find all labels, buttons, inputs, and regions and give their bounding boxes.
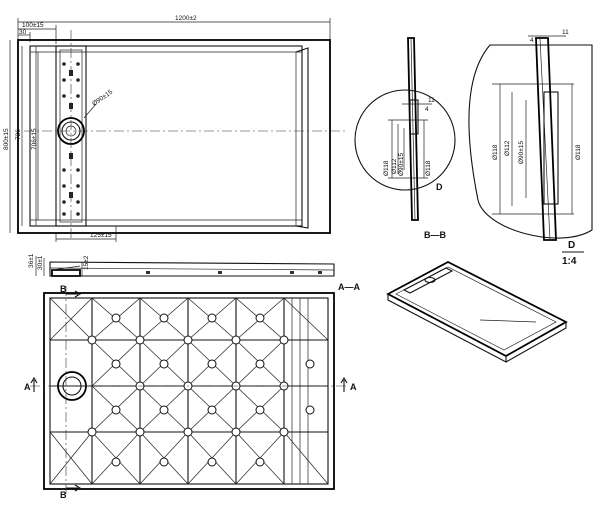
section-bb-label: B—B xyxy=(424,230,446,240)
dim-bottom-125: 125±15 xyxy=(90,232,112,239)
detail-d-scale: 1:4 xyxy=(562,256,577,267)
dim-drain-dia: Ø90±15 xyxy=(91,88,114,107)
bb-dia-112: Ø112 xyxy=(391,158,398,174)
plan-view: 1200±2 100±15 30 xyxy=(3,15,345,242)
isometric-view xyxy=(386,260,568,363)
marker-a-right: A xyxy=(350,382,357,392)
bb-dia-118b: Ø118 xyxy=(425,160,432,176)
d-dim-11: 11 xyxy=(562,29,569,36)
detail-d-label: D xyxy=(568,240,575,251)
bb-detail-marker: D xyxy=(436,182,443,192)
d-dia-90: Ø90±15 xyxy=(518,141,525,164)
detail-d: 4 11 Ø118 Ø112 Ø90±15 Ø118 D 1:4 xyxy=(468,29,593,267)
bottom-view: A A B B xyxy=(24,284,357,500)
section-bb: 11 4 Ø118 Ø112 Ø90±15 Ø118 D B—B xyxy=(354,37,456,240)
dim-height-706: 706±15 xyxy=(31,128,38,150)
marker-b-top: B xyxy=(60,284,67,294)
dim-overall-width: 1200±2 xyxy=(175,15,197,22)
bb-dim-11: 11 xyxy=(428,97,435,104)
dim-thick-15: 15±2 xyxy=(83,255,90,270)
detail-circle xyxy=(354,89,456,191)
bb-dia-90: Ø90±15 xyxy=(398,153,405,176)
dim-thick-30: 30±1 xyxy=(37,255,44,270)
bb-dim-4: 4 xyxy=(425,106,429,113)
marker-a-left: A xyxy=(24,382,31,392)
d-dim-4: 4 xyxy=(530,37,534,44)
dim-height-800: 800±15 xyxy=(3,128,10,150)
dim-thick-36: 36±1 xyxy=(28,253,35,268)
dim-height-736: 736 xyxy=(15,129,22,140)
dim-edge-30: 30 xyxy=(19,29,27,36)
bb-dia-118a: Ø118 xyxy=(383,160,390,176)
section-aa-label: A—A xyxy=(338,282,360,292)
section-aa-strip: 36±1 30±1 15±2 A—A xyxy=(28,253,360,292)
dim-left-offset: 100±15 xyxy=(22,22,44,29)
d-dia-112: Ø112 xyxy=(504,140,511,156)
d-dia-118: Ø118 xyxy=(492,144,499,160)
marker-b-bottom: B xyxy=(60,490,67,500)
d-dia-118b: Ø118 xyxy=(575,144,582,160)
